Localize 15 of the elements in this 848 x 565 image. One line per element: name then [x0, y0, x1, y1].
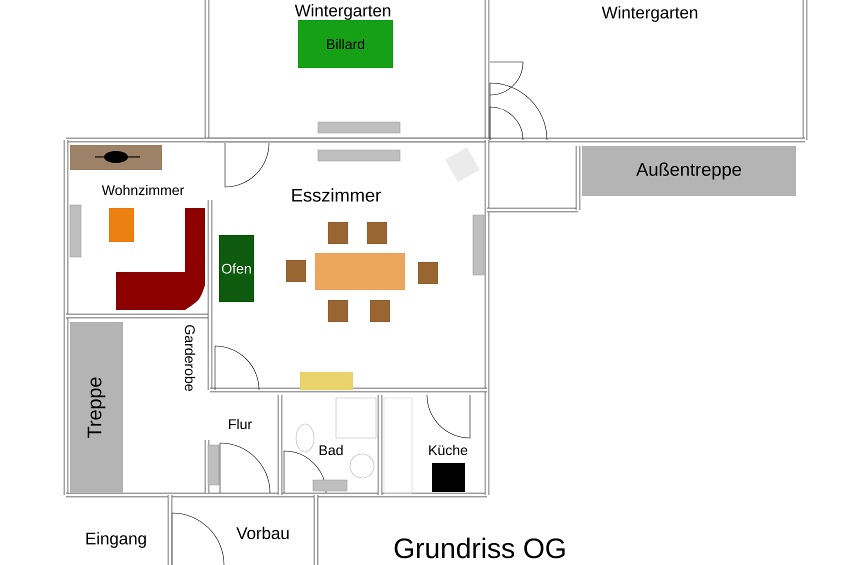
room-label: Wintergarten	[602, 6, 698, 22]
room-label: Garderobe	[184, 325, 196, 391]
furniture-block: Billard	[298, 20, 394, 68]
room-label: Bad	[320, 444, 343, 456]
title: Grundriss OG	[394, 538, 565, 558]
room-label: Eingang	[86, 532, 146, 548]
furniture-block: Außentreppe	[582, 146, 796, 196]
room-label: Küche	[429, 444, 468, 456]
room-label: Esszimmer	[292, 188, 381, 202]
room-label: Vorbau	[236, 526, 289, 540]
room-label: Wohnzimmer	[102, 184, 184, 196]
room-label: Wintergarten	[294, 4, 390, 20]
room-label: Flur	[229, 418, 252, 430]
furniture-block: Ofen	[219, 235, 254, 302]
furniture-block: Treppe	[70, 322, 124, 494]
